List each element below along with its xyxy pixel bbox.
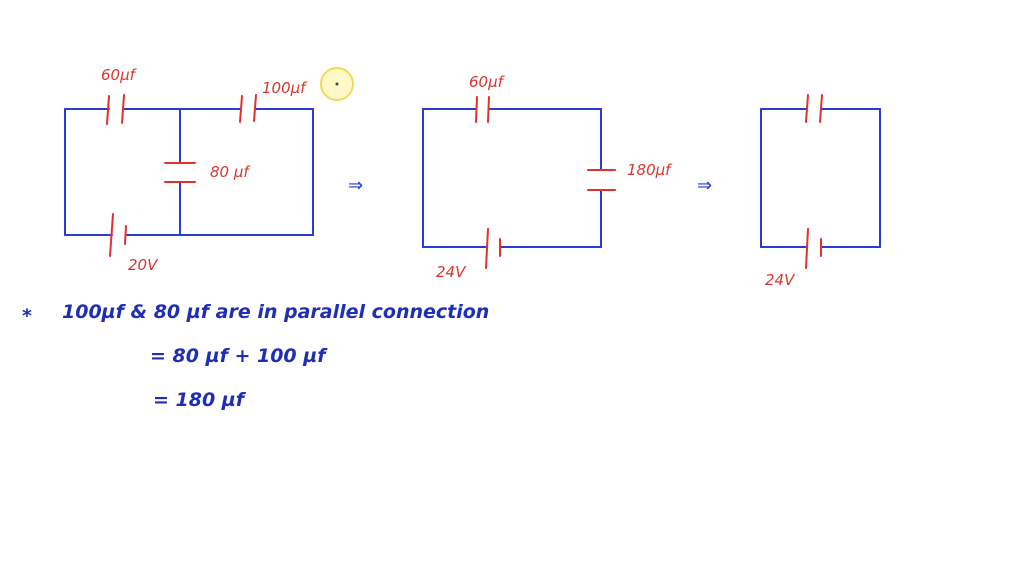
battery-label-24v: 24V [436, 263, 467, 281]
circuit-1: 60µf 100µf 80 µf 20V [64, 66, 314, 274]
implies-arrow: ⇒ [348, 175, 363, 196]
note-line-1: 100µf & 80 µf are in parallel connection [62, 301, 489, 323]
battery-label-20v: 20V [128, 256, 159, 274]
capacitor [805, 94, 823, 123]
capacitor-label-80: 80 µf [210, 163, 251, 181]
capacitor-label-60: 60µf [101, 66, 138, 84]
capacitor-80uf [164, 162, 196, 183]
battery-24v [485, 228, 501, 269]
note-bullet: * [22, 305, 32, 327]
note-line-2: = 80 µf + 100 µf [150, 345, 328, 367]
capacitor-100uf [239, 94, 257, 123]
circuit-2: 60µf 180µf 24V [422, 73, 673, 281]
cursor-highlight [320, 67, 354, 101]
circuit-3: 24V [760, 94, 881, 289]
capacitor-180uf [587, 169, 616, 191]
capacitor-label-180: 180µf [627, 161, 673, 179]
battery-label-24v: 24V [765, 271, 796, 289]
capacitor-60uf [475, 96, 490, 123]
battery-20v [109, 213, 127, 257]
note-line-3: = 180 µf [153, 389, 247, 411]
capacitor-label-60: 60µf [469, 73, 506, 91]
capacitor-label-100: 100µf [262, 79, 308, 97]
implies-arrow: ⇒ [697, 175, 712, 196]
capacitor-60uf [106, 94, 125, 125]
battery-24v [805, 228, 822, 269]
handwritten-notes: * 100µf & 80 µf are in parallel connecti… [22, 301, 489, 411]
